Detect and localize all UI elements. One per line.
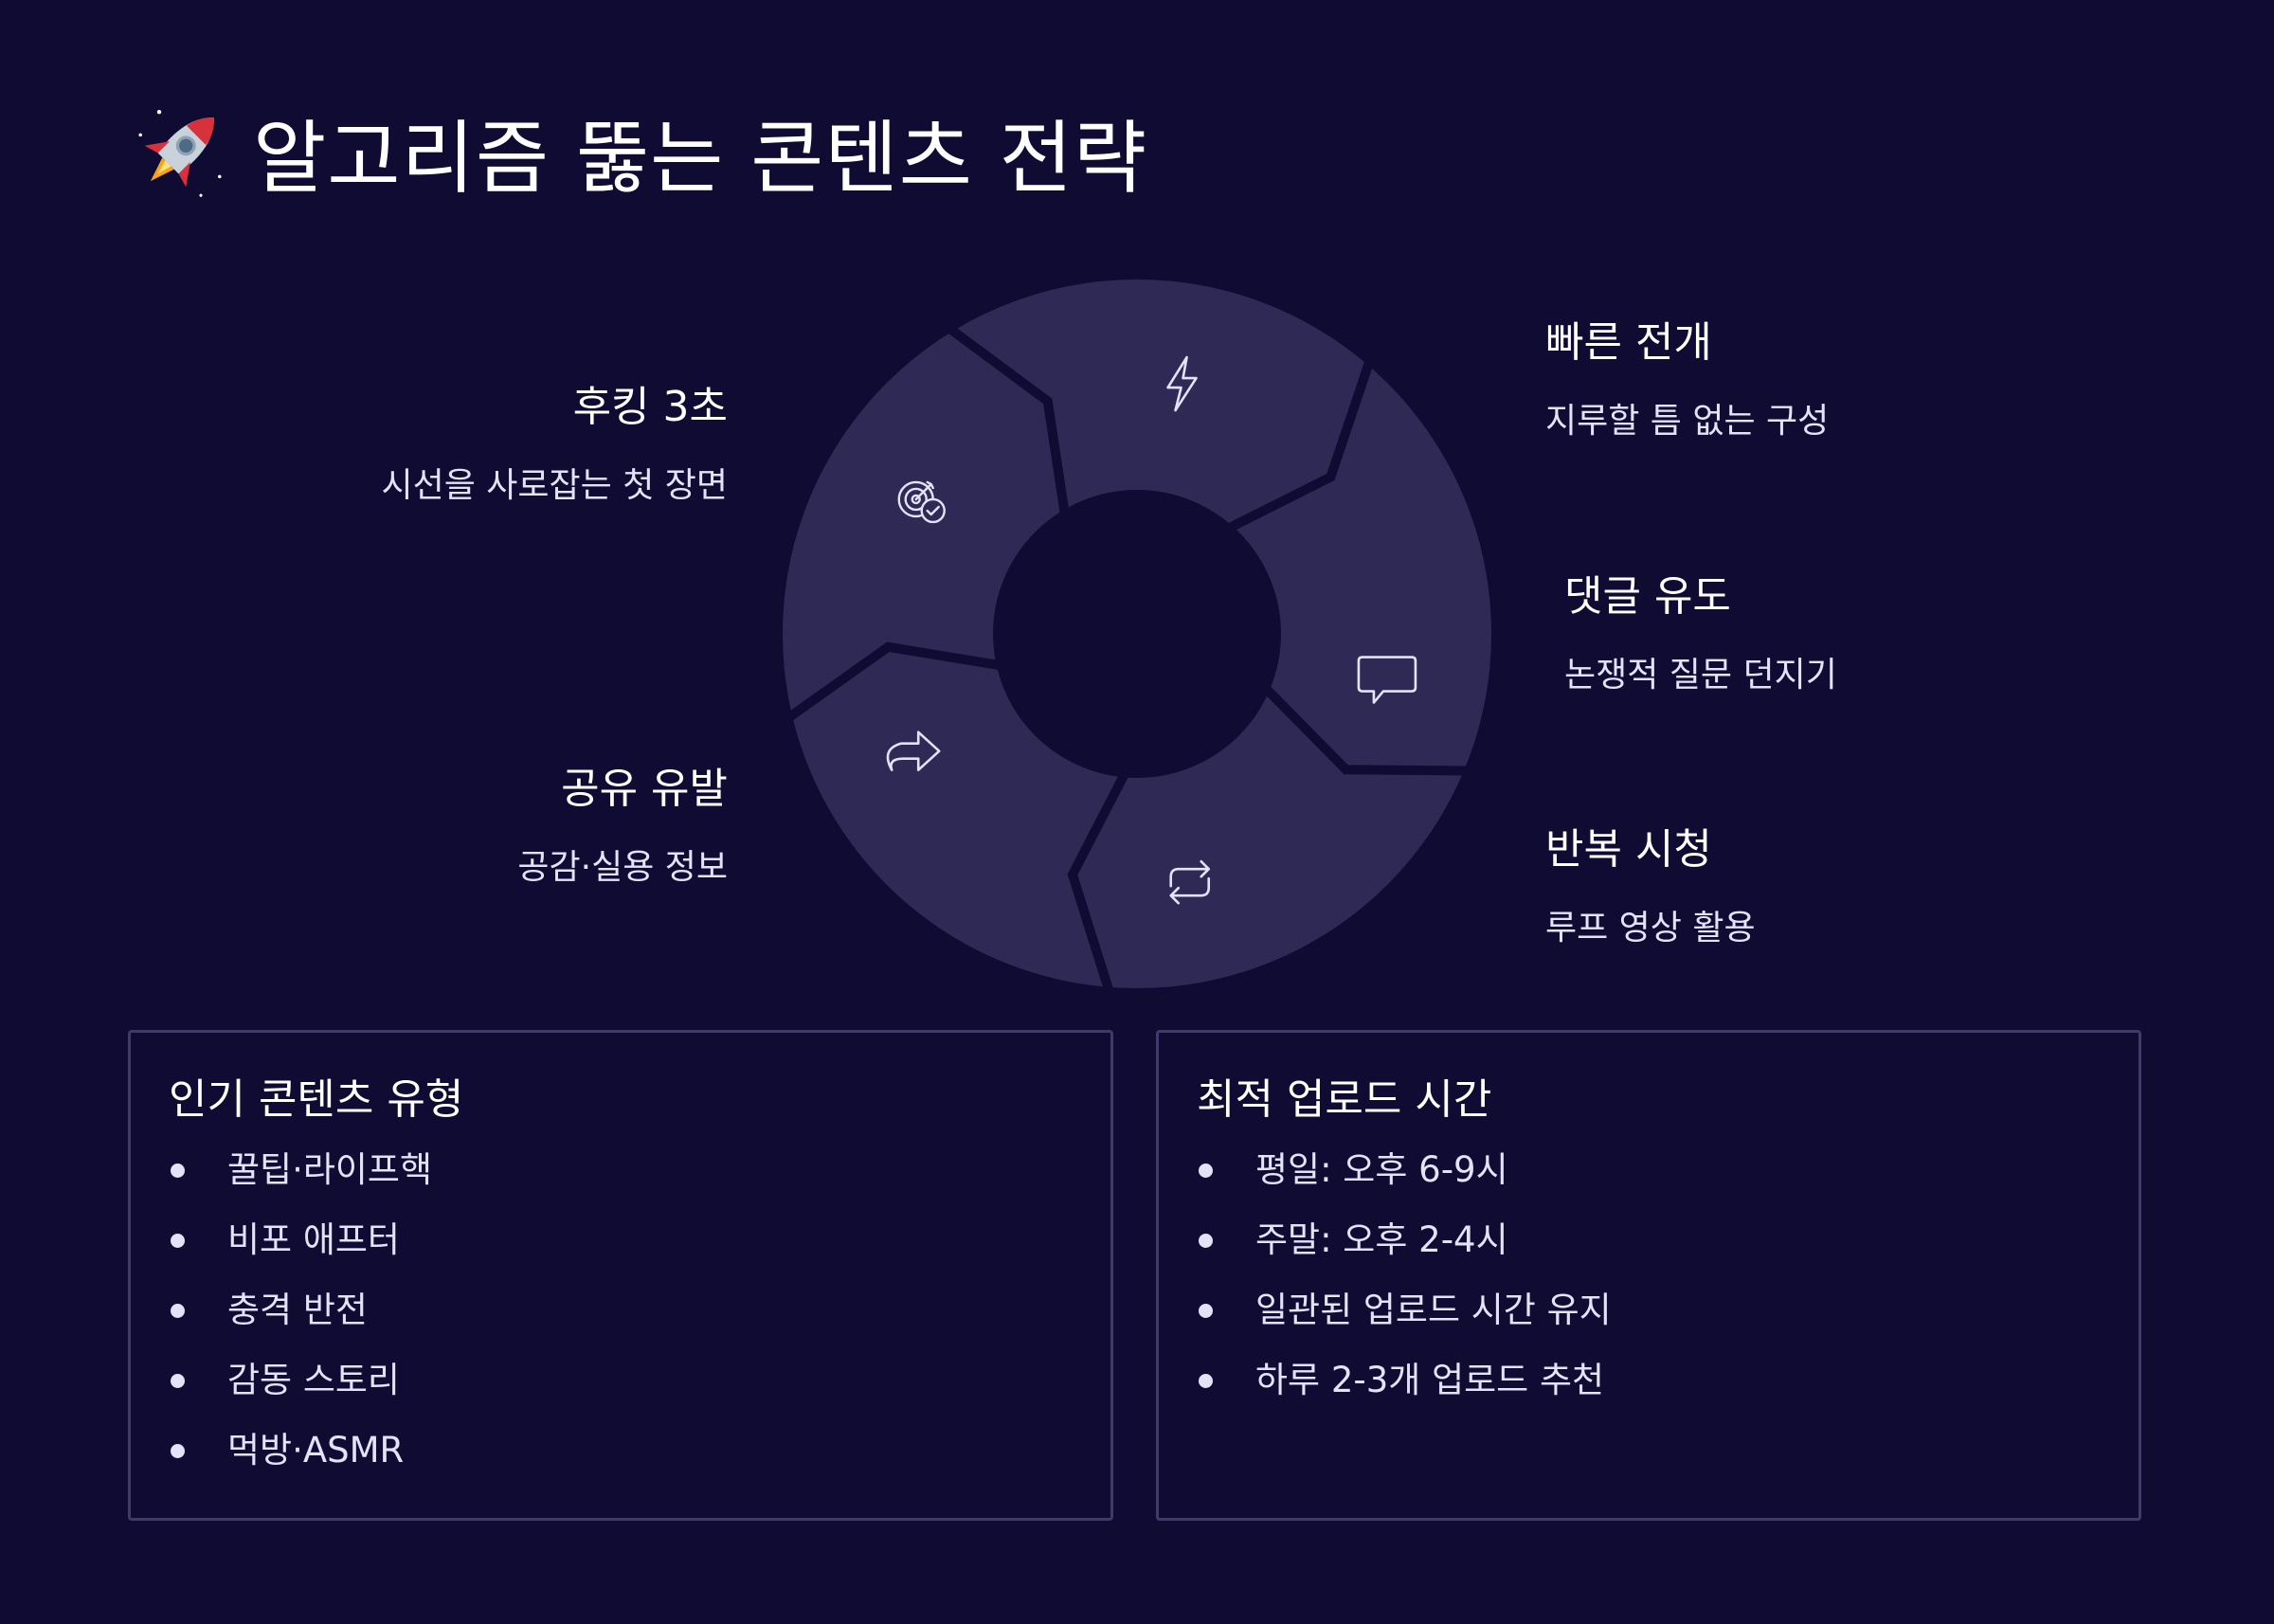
bullet-icon <box>171 1164 185 1178</box>
page-title: 알고리즘 뚫는 콘텐츠 전략 <box>253 111 1148 205</box>
list-item-text: 주말: 오후 2-4시 <box>1255 1219 1508 1260</box>
lightning-icon <box>1166 355 1198 412</box>
bullet-icon <box>171 1234 185 1248</box>
bullet-icon <box>171 1304 185 1318</box>
step-desc-pace: 지루할 틈 없는 구성 <box>1545 402 1830 441</box>
target-check-icon <box>897 480 946 524</box>
cycle-separator <box>1067 766 1132 1001</box>
bullet-icon <box>171 1444 185 1458</box>
list-item: 충격 반전 <box>169 1275 1110 1345</box>
list-item-text: 하루 2-3개 업로드 추천 <box>1255 1360 1605 1400</box>
step-label-hook: 후킹 3초 시선을 사로잡는 첫 장면 <box>381 372 728 507</box>
popular-content-panel: 인기 콘텐츠 유형 꿀팁·라이프핵 비포 애프터 충격 반전 감동 스토리 먹방… <box>128 1030 1113 1521</box>
popular-content-list: 꿀팁·라이프핵 비포 애프터 충격 반전 감동 스토리 먹방·ASMR <box>169 1135 1110 1486</box>
bullet-icon <box>1199 1234 1213 1248</box>
step-desc-loop: 루프 영상 활용 <box>1545 909 1756 947</box>
step-label-share: 공유 유발 공감·실용 정보 <box>517 754 728 889</box>
list-item-text: 먹방·ASMR <box>227 1430 405 1471</box>
title-row: 알고리즘 뚫는 콘텐츠 전략 <box>128 95 1147 208</box>
list-item-text: 평일: 오후 6-9시 <box>1255 1149 1508 1190</box>
repeat-icon <box>1169 859 1211 905</box>
speech-bubble-icon <box>1357 656 1417 704</box>
cycle-separator <box>1258 680 1476 776</box>
popular-content-title: 인기 콘텐츠 유형 <box>169 1075 464 1124</box>
list-item-text: 충격 반전 <box>227 1290 368 1330</box>
list-item-text: 꿀팁·라이프핵 <box>227 1149 433 1190</box>
step-title-pace: 빠른 전개 <box>1545 318 1712 367</box>
step-title-share: 공유 유발 <box>561 765 728 813</box>
list-item: 먹방·ASMR <box>169 1416 1110 1486</box>
step-label-pace: 빠른 전개 지루할 틈 없는 구성 <box>1545 308 1829 442</box>
list-item: 감동 스토리 <box>169 1345 1110 1416</box>
upload-time-title: 최적 업로드 시간 <box>1197 1075 1492 1124</box>
bullet-icon <box>171 1374 185 1388</box>
list-item: 일관된 업로드 시간 유지 <box>1197 1275 2139 1345</box>
list-item-text: 일관된 업로드 시간 유지 <box>1255 1290 1612 1330</box>
step-title-comment: 댓글 유도 <box>1564 572 1731 621</box>
step-desc-hook: 시선을 사로잡는 첫 장면 <box>381 466 728 505</box>
list-item-text: 감동 스토리 <box>227 1360 400 1400</box>
upload-time-list: 평일: 오후 6-9시 주말: 오후 2-4시 일관된 업로드 시간 유지 하루… <box>1197 1135 2139 1416</box>
step-label-comment: 댓글 유도 논쟁적 질문 던지기 <box>1564 562 1837 696</box>
list-item: 주말: 오후 2-4시 <box>1197 1205 2139 1275</box>
cycle-center <box>993 490 1281 778</box>
cycle-separator <box>1221 352 1377 535</box>
bullet-icon <box>1199 1304 1213 1318</box>
share-arrow-icon <box>886 731 941 771</box>
list-item: 하루 2-3개 업로드 추천 <box>1197 1345 2139 1416</box>
step-label-loop: 반복 시청 루프 영상 활용 <box>1545 815 1756 949</box>
step-title-hook: 후킹 3초 <box>572 383 728 431</box>
rocket-icon <box>138 110 222 197</box>
cycle-diagram <box>779 280 1491 1001</box>
bullet-icon <box>1199 1374 1213 1388</box>
list-item-text: 비포 애프터 <box>227 1219 400 1260</box>
cycle-separator <box>779 641 1008 727</box>
bullet-icon <box>1199 1164 1213 1178</box>
upload-time-panel: 최적 업로드 시간 평일: 오후 6-9시 주말: 오후 2-4시 일관된 업로… <box>1156 1030 2141 1521</box>
list-item: 꿀팁·라이프핵 <box>169 1135 1110 1205</box>
list-item: 평일: 오후 6-9시 <box>1197 1135 2139 1205</box>
step-title-loop: 반복 시청 <box>1545 825 1712 874</box>
step-desc-comment: 논쟁적 질문 던지기 <box>1564 656 1837 695</box>
cycle-separator <box>940 319 1071 521</box>
list-item: 비포 애프터 <box>169 1205 1110 1275</box>
step-desc-share: 공감·실용 정보 <box>517 848 728 887</box>
